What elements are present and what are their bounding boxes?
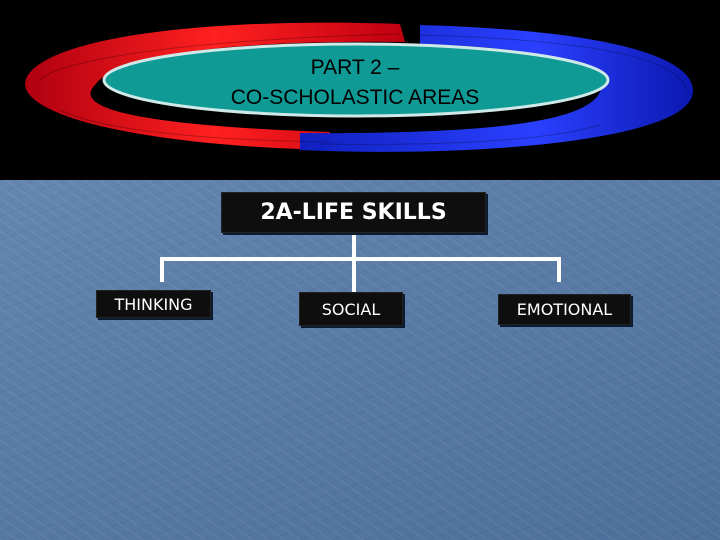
title-line-2: CO-SCHOLASTIC AREAS	[230, 86, 480, 109]
child-node-thinking: THINKING	[96, 290, 211, 318]
child-node-emotional: EMOTIONAL	[498, 294, 631, 325]
child-node-social: SOCIAL	[299, 292, 403, 326]
red-swirl	[25, 22, 406, 150]
title-line-1: PART 2 –	[310, 56, 400, 79]
title-oval	[102, 42, 610, 118]
swirl-graphic	[25, 22, 694, 152]
root-node-life-skills: 2A-LIFE SKILLS	[221, 192, 486, 233]
slide-title: PART 2 – CO-SCHOLASTIC AREAS	[100, 44, 610, 116]
header-band: PART 2 – CO-SCHOLASTIC AREAS	[0, 0, 720, 180]
blue-swirl	[300, 25, 694, 152]
